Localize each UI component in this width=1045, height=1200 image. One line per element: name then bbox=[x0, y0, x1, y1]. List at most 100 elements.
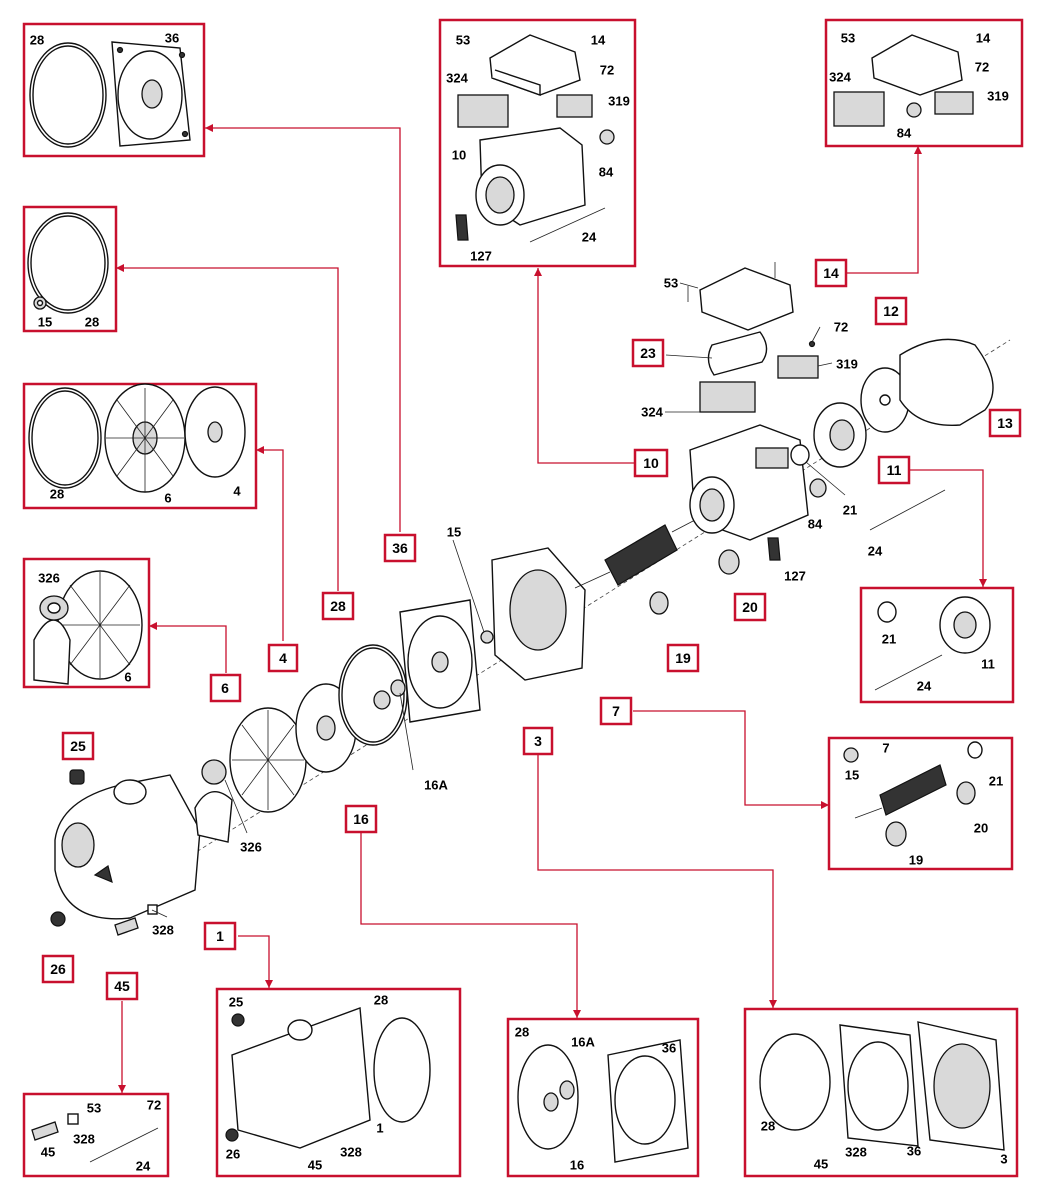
callout-4[interactable]: 4 bbox=[267, 643, 299, 673]
callout-11[interactable]: 11 bbox=[877, 455, 911, 485]
label-7: 7 bbox=[882, 741, 889, 756]
plug-26 bbox=[50, 911, 66, 927]
label-328: 328 bbox=[845, 1145, 867, 1160]
label-326: 326 bbox=[240, 840, 262, 855]
callout-6[interactable]: 6 bbox=[209, 673, 242, 703]
svg-text:10: 10 bbox=[643, 455, 659, 471]
label-1: 1 bbox=[376, 1121, 383, 1136]
callout-13[interactable]: 13 bbox=[988, 408, 1022, 438]
callout-10[interactable]: 10 bbox=[633, 448, 669, 478]
svg-text:1: 1 bbox=[216, 928, 224, 944]
connector-lines bbox=[116, 124, 987, 1093]
label-16: 16 bbox=[570, 1158, 584, 1173]
callout-boxes: 36 28 4 6 25 26 1 45 16 3 7 19 20 10 23 … bbox=[41, 258, 1022, 1001]
svg-text:26: 26 bbox=[50, 961, 66, 977]
detail-box-6: 326 6 bbox=[22, 557, 151, 689]
label-16a: 16A bbox=[424, 778, 448, 793]
label-328: 328 bbox=[340, 1145, 362, 1160]
label-53: 53 bbox=[87, 1101, 101, 1116]
label-28: 28 bbox=[30, 33, 44, 48]
label-326: 326 bbox=[38, 571, 60, 586]
detail-box-16: 28 16A 36 16 bbox=[506, 1017, 700, 1178]
callout-36[interactable]: 36 bbox=[383, 533, 417, 563]
callout-19[interactable]: 19 bbox=[666, 643, 700, 673]
label-28: 28 bbox=[50, 487, 64, 502]
label-72: 72 bbox=[975, 60, 989, 75]
main-assembly bbox=[50, 262, 1011, 936]
pump-casing bbox=[54, 774, 201, 920]
label-6: 6 bbox=[164, 491, 171, 506]
svg-text:28: 28 bbox=[330, 598, 346, 614]
label-28: 28 bbox=[515, 1025, 529, 1040]
svg-text:16: 16 bbox=[353, 811, 369, 827]
label-53: 53 bbox=[841, 31, 855, 46]
label-14: 14 bbox=[976, 31, 991, 46]
callout-26[interactable]: 26 bbox=[41, 954, 75, 984]
label-127: 127 bbox=[470, 249, 492, 264]
label-24: 24 bbox=[917, 679, 932, 694]
label-72: 72 bbox=[600, 63, 614, 78]
callout-45[interactable]: 45 bbox=[105, 971, 139, 1001]
label-328: 328 bbox=[73, 1132, 95, 1147]
label-328: 328 bbox=[152, 923, 174, 938]
svg-text:20: 20 bbox=[742, 599, 758, 615]
label-324: 324 bbox=[641, 405, 663, 420]
svg-text:45: 45 bbox=[114, 978, 130, 994]
label-26: 26 bbox=[226, 1147, 240, 1162]
label-324: 324 bbox=[829, 70, 851, 85]
callout-1[interactable]: 1 bbox=[203, 921, 237, 951]
label-84: 84 bbox=[897, 126, 912, 141]
label-36: 36 bbox=[165, 31, 179, 46]
plug-25 bbox=[69, 769, 85, 785]
svg-text:23: 23 bbox=[640, 345, 656, 361]
label-72: 72 bbox=[147, 1098, 161, 1113]
callout-12[interactable]: 12 bbox=[874, 296, 908, 326]
svg-text:25: 25 bbox=[70, 738, 86, 754]
label-15: 15 bbox=[447, 525, 461, 540]
label-16a: 16A bbox=[571, 1035, 595, 1050]
detail-box-14: 53 14 324 72 319 84 bbox=[824, 18, 1024, 148]
label-53: 53 bbox=[456, 33, 470, 48]
label-28: 28 bbox=[374, 993, 388, 1008]
svg-text:7: 7 bbox=[612, 703, 620, 719]
label-21: 21 bbox=[882, 632, 896, 647]
detail-box-28: 15 28 bbox=[22, 205, 118, 333]
callout-16[interactable]: 16 bbox=[344, 804, 378, 834]
label-21: 21 bbox=[843, 503, 857, 518]
label-28: 28 bbox=[85, 315, 99, 330]
label-11: 11 bbox=[981, 657, 995, 672]
label-24: 24 bbox=[582, 230, 597, 245]
label-24: 24 bbox=[868, 544, 883, 559]
callout-25[interactable]: 25 bbox=[61, 731, 95, 761]
label-15: 15 bbox=[38, 315, 52, 330]
label-36: 36 bbox=[907, 1144, 921, 1159]
callout-3[interactable]: 3 bbox=[522, 726, 554, 756]
callout-23[interactable]: 23 bbox=[631, 338, 665, 368]
main-part-labels: 15 16A 326 328 53 72 319 324 84 21 24 12… bbox=[152, 276, 883, 938]
callout-28[interactable]: 28 bbox=[321, 591, 355, 621]
detail-box-7: 7 15 21 20 19 bbox=[827, 736, 1014, 871]
label-319: 319 bbox=[987, 89, 1009, 104]
svg-text:14: 14 bbox=[823, 265, 839, 281]
label-36: 36 bbox=[662, 1041, 676, 1056]
callout-20[interactable]: 20 bbox=[733, 592, 767, 622]
label-72: 72 bbox=[834, 320, 848, 335]
label-24: 24 bbox=[136, 1159, 151, 1174]
detail-box-1: 25 28 1 26 45 328 bbox=[215, 987, 462, 1178]
detail-box-36: 28 36 bbox=[22, 22, 206, 158]
label-53: 53 bbox=[664, 276, 678, 291]
callout-14[interactable]: 14 bbox=[814, 258, 848, 288]
label-319: 319 bbox=[836, 357, 858, 372]
svg-text:11: 11 bbox=[887, 462, 902, 478]
detail-box-11: 21 11 24 bbox=[859, 586, 1015, 704]
label-127: 127 bbox=[784, 569, 806, 584]
detail-box-45: 53 72 328 45 24 bbox=[22, 1092, 170, 1178]
svg-text:13: 13 bbox=[997, 415, 1013, 431]
label-6: 6 bbox=[124, 670, 131, 685]
label-20: 20 bbox=[974, 821, 988, 836]
label-15: 15 bbox=[845, 768, 859, 783]
callout-7[interactable]: 7 bbox=[599, 696, 633, 726]
svg-text:12: 12 bbox=[883, 303, 899, 319]
label-25: 25 bbox=[229, 995, 243, 1010]
